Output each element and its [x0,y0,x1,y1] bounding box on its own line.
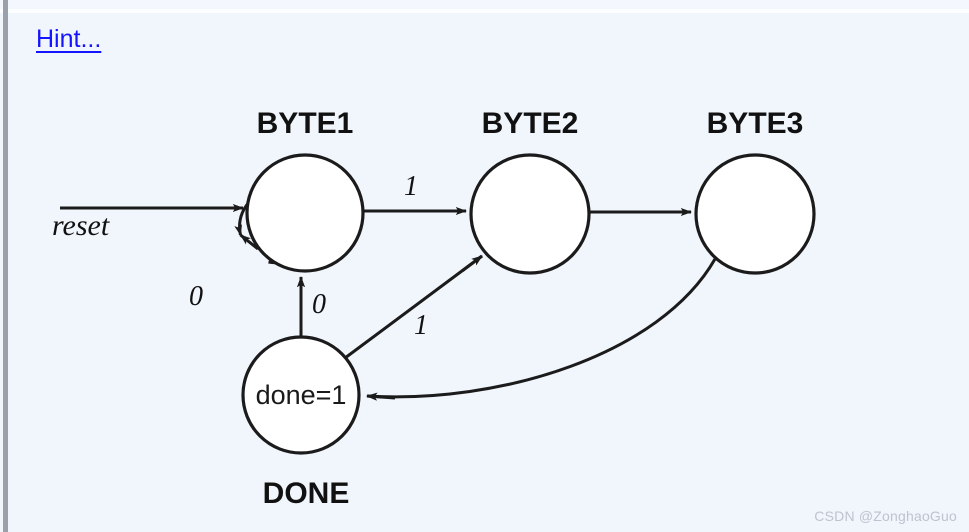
state-label-byte1: BYTE1 [257,107,354,140]
arrowhead-byte1-self-loop [239,233,259,251]
edge-label-done-to-byte2: 1 [414,310,428,341]
state-output-done: done=1 [256,380,347,410]
transition-done-to-byte2 [344,254,483,360]
transition-byte3-to-done [366,258,717,401]
state-node-done[interactable] [241,335,361,455]
edge-label-reset: reset [52,209,110,242]
state-node-byte3[interactable] [694,153,816,275]
state-node-byte2[interactable] [469,153,591,275]
edge-label-byte1-self-loop: 0 [189,281,203,312]
top-strip [0,0,969,9]
state-label-byte2: BYTE2 [482,107,579,140]
left-quote-bar [3,0,8,532]
arrowhead-done-to-byte2 [461,254,483,273]
hint-link[interactable]: Hint... [36,25,102,53]
arrowhead-byte3-to-done [366,392,396,401]
state-label-done: DONE [263,477,350,510]
state-node-byte1[interactable] [245,153,365,273]
state-label-byte3: BYTE3 [707,107,804,140]
edge-label-byte1-to-byte2: 1 [404,171,418,202]
edge-label-done-to-byte1: 0 [312,289,326,320]
top-strip-highlight [0,9,969,13]
csdn-watermark: CSDN @ZonghaoGuo [814,508,957,524]
